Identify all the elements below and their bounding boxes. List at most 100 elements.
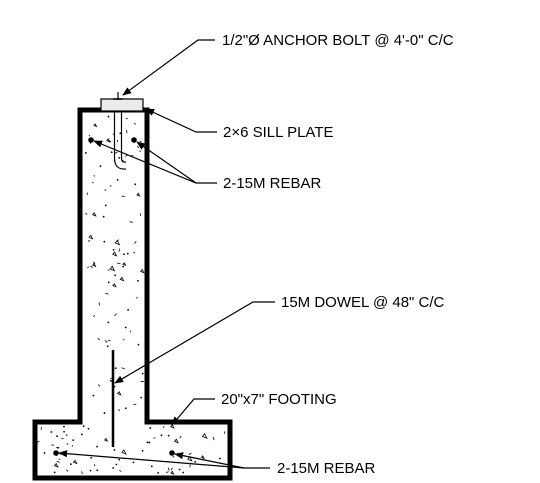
sill-plate-leader [145, 108, 217, 133]
concrete-aggregate [114, 151, 118, 154]
concrete-aggregate [167, 467, 170, 471]
concrete-aggregate [53, 471, 56, 474]
concrete-aggregate [117, 262, 121, 265]
dowel-label: 15M DOWEL @ 48" C/C [281, 294, 445, 311]
concrete-aggregate [107, 339, 111, 342]
anchor-bolt [113, 92, 127, 170]
concrete-aggregate [110, 151, 113, 154]
concrete-aggregate [187, 456, 193, 462]
concrete-aggregate [179, 435, 182, 439]
concrete-aggregate [148, 441, 151, 444]
concrete-aggregate [91, 262, 97, 268]
concrete-aggregate [212, 436, 215, 441]
concrete-aggregate [92, 394, 95, 397]
concrete-aggregate [66, 469, 69, 472]
concrete-aggregate [82, 425, 85, 428]
concrete-aggregate [121, 449, 127, 455]
concrete-aggregate [40, 427, 43, 430]
concrete-aggregate [43, 452, 46, 454]
concrete-aggregate [114, 239, 121, 246]
concrete-aggregate [109, 265, 116, 272]
concrete-aggregate [201, 433, 208, 439]
concrete-aggregate [121, 367, 125, 370]
footing-label: 20"x7" FOOTING [221, 391, 337, 408]
concrete-aggregate [170, 424, 175, 429]
concrete-aggregate [124, 326, 127, 329]
concrete-aggregate [167, 434, 170, 437]
concrete-aggregate [50, 431, 53, 433]
concrete-aggregate [96, 469, 99, 472]
wall-rebar-leader [136, 141, 197, 184]
concrete-aggregate [61, 437, 64, 440]
concrete-aggregate [90, 456, 93, 459]
concrete-aggregate [112, 248, 115, 251]
concrete-aggregate [123, 253, 125, 256]
concrete-aggregate [114, 274, 117, 277]
concrete-aggregate [188, 452, 192, 455]
concrete-aggregate [115, 463, 118, 466]
concrete-aggregate [112, 251, 118, 257]
concrete-aggregate [136, 192, 141, 197]
concrete-aggregate [149, 427, 152, 429]
concrete-aggregate [134, 240, 137, 244]
concrete-aggregate [66, 443, 69, 445]
concrete-aggregate [88, 134, 91, 137]
concrete-aggregate [93, 123, 98, 128]
footing-rebar-leader [174, 452, 245, 469]
dowel-leader [114, 301, 275, 384]
concrete-aggregate [97, 384, 101, 387]
concrete-aggregate [103, 437, 109, 442]
concrete-aggregate [141, 372, 144, 375]
concrete-aggregate [124, 407, 127, 410]
concrete-aggregate [170, 470, 175, 475]
concrete-aggregate [85, 212, 88, 215]
concrete-aggregate [194, 460, 197, 463]
concrete-aggregate [93, 175, 96, 177]
footing-rebar-label: 2-15M REBAR [277, 460, 376, 477]
concrete-aggregate [114, 313, 118, 317]
concrete-aggregate [178, 468, 181, 471]
wall-rebar-label: 2-15M REBAR [223, 175, 322, 192]
concrete-aggregate [157, 471, 159, 474]
concrete-aggregate [107, 115, 110, 118]
concrete-aggregate [118, 156, 121, 159]
concrete-aggregate [72, 459, 78, 465]
concrete-aggregate [125, 117, 128, 120]
concrete-aggregate [110, 380, 112, 382]
concrete-aggregate [132, 461, 135, 464]
concrete-aggregate [105, 292, 109, 295]
concrete-aggregate [160, 434, 163, 437]
concrete-aggregate [119, 276, 125, 282]
concrete-aggregate [56, 447, 59, 449]
concrete-aggregate [69, 463, 72, 466]
concrete-aggregate [150, 465, 153, 468]
concrete-aggregate [127, 309, 129, 311]
concrete-aggregate [80, 433, 83, 436]
concrete-aggregate [104, 204, 107, 207]
concrete-aggregate [92, 212, 97, 217]
concrete-aggregate [56, 460, 60, 463]
concrete-aggregate [133, 122, 136, 125]
sill-plate-label: 2×6 SILL PLATE [223, 124, 334, 141]
concrete-aggregate [116, 179, 119, 181]
concrete-aggregate [137, 279, 139, 282]
concrete-aggregate [56, 435, 58, 438]
concrete-aggregate [163, 425, 165, 428]
concrete-aggregate [133, 251, 136, 254]
concrete-aggregate [182, 471, 185, 474]
wall-rebar-dot [88, 137, 94, 143]
concrete-aggregate [93, 464, 96, 467]
wall-rebar-dot [131, 137, 137, 143]
concrete-aggregate [141, 449, 144, 452]
concrete-aggregate [165, 471, 169, 473]
concrete-aggregate [106, 345, 109, 348]
concrete-aggregate [170, 467, 173, 471]
concrete-aggregate [103, 240, 106, 243]
concrete-aggregate [109, 184, 112, 187]
concrete-aggregate [118, 409, 121, 412]
concrete-aggregate [112, 283, 117, 288]
concrete-aggregate [113, 449, 116, 451]
sill-plate [100, 98, 144, 112]
concrete-aggregate [116, 390, 122, 396]
concrete-aggregate [140, 396, 143, 399]
